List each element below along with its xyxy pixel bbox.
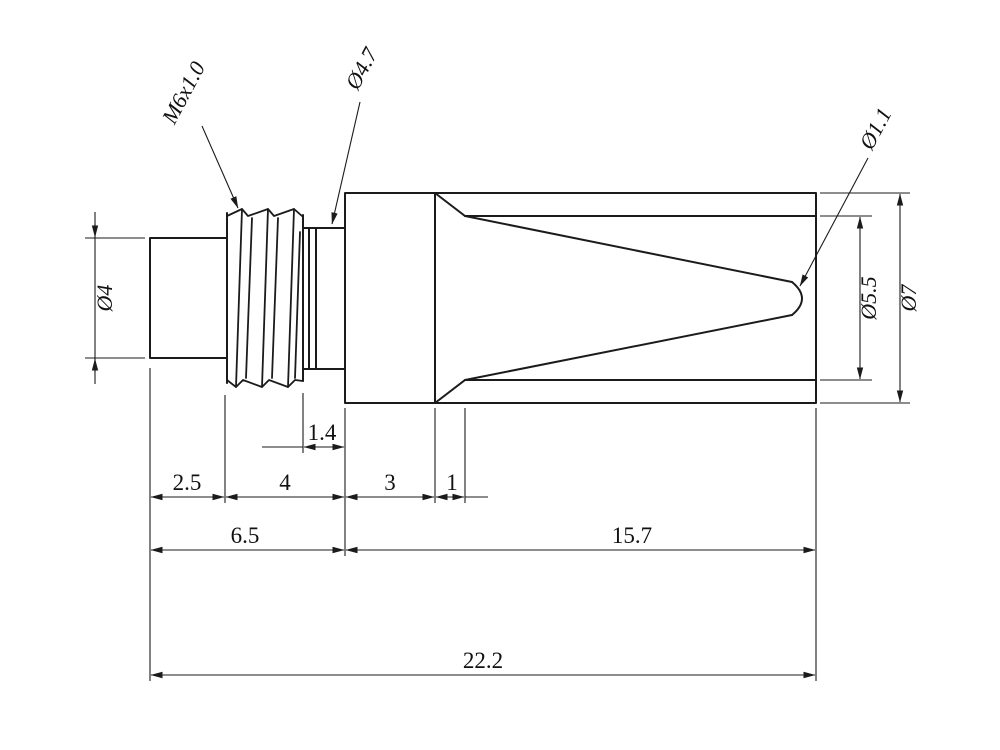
ext-bore-dia	[820, 215, 872, 381]
leader-neck-dia	[331, 101, 361, 225]
cone-tip-arc	[791, 281, 803, 316]
cone-top-line	[464, 215, 793, 283]
bore-diameter-label: Ø5.5	[856, 276, 881, 320]
thread-crest-top	[226, 208, 303, 217]
thread-root-lines	[245, 217, 301, 379]
part-outline	[149, 192, 817, 404]
bore-step-value: 3	[384, 470, 396, 495]
shank-diameter-label: Ø4	[92, 285, 117, 313]
extension-lines	[85, 192, 910, 681]
total-length-value: 22.2	[463, 648, 503, 673]
leader-tip-dia	[799, 157, 869, 287]
chamfer-bottom	[434, 379, 466, 404]
thread-spec-label: M6x1.0	[156, 57, 210, 128]
chamfer-top	[434, 192, 466, 217]
thread-runout-lines	[308, 227, 317, 370]
leader-thread-spec	[201, 125, 239, 209]
dimension-lines	[91, 193, 904, 679]
thread-crest-bottom	[226, 379, 304, 388]
body-diameter-label: Ø7	[896, 284, 921, 313]
tip-diameter-label: Ø1.1	[854, 103, 897, 154]
thread-profile	[226, 208, 304, 388]
neck-diameter-label: Ø4.7	[340, 43, 383, 95]
shank-cylinder	[149, 237, 228, 359]
cone-bottom-line	[464, 314, 793, 381]
ext-shank-dia	[85, 212, 145, 384]
thread-length-value: 4	[279, 470, 291, 495]
body-length-value: 15.7	[612, 523, 652, 548]
chamfer-value: 1	[446, 470, 458, 495]
shank-length-value: 2.5	[173, 470, 202, 495]
leader-lines	[201, 101, 869, 287]
neck-length-value: 1.4	[308, 420, 337, 445]
ext-body-dia	[820, 192, 910, 404]
body-rectangle	[344, 192, 817, 404]
thread-flank-lines	[235, 208, 295, 388]
rear-section-value: 6.5	[231, 523, 260, 548]
